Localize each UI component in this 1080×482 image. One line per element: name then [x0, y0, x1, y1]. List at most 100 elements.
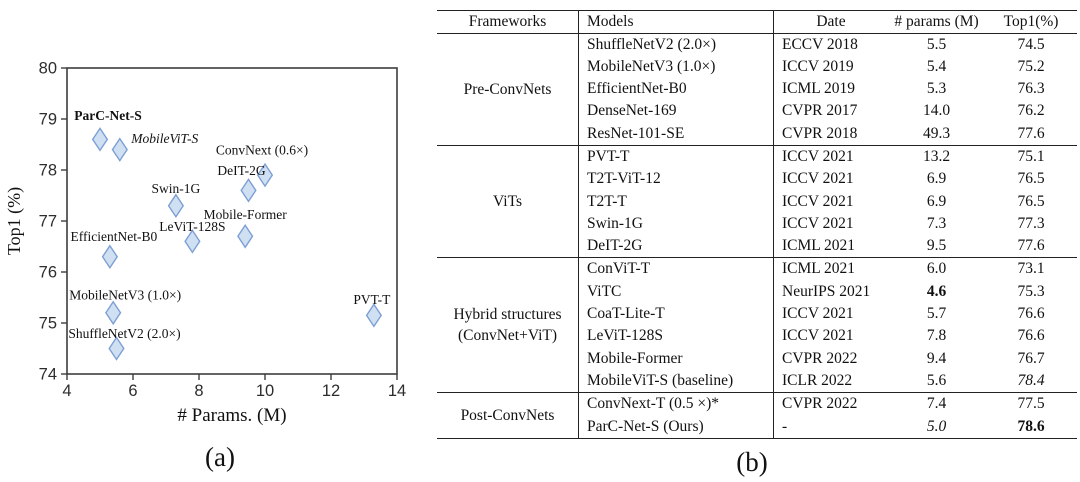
cell-top1: 76.2 — [1017, 102, 1045, 120]
cell-date: ICCV 2021 — [782, 305, 854, 323]
cell-params: 49.3 — [922, 124, 951, 142]
y-axis-label: Top1 (%) — [4, 187, 25, 255]
cell-model: Swin-1G — [578, 212, 774, 236]
scatter-point — [167, 193, 185, 218]
cell-model: ViTC — [578, 280, 774, 304]
cell-params: 6.9 — [926, 192, 947, 210]
cell-params: 5.0 — [926, 417, 947, 435]
cell-params: 4.6 — [926, 282, 947, 300]
cell-model: MobileViT-S (baseline) — [578, 369, 774, 393]
point-label: ConvNext (0.6×) — [216, 143, 308, 158]
x-tick-label: 6 — [128, 382, 137, 400]
cell-params: 14.0 — [922, 102, 951, 120]
scatter-point — [91, 127, 109, 152]
column-header: Top1(%) — [1003, 13, 1059, 30]
point-label: DeIT-2G — [217, 163, 265, 178]
cell-model: DeIT-2G — [578, 235, 774, 258]
point-label: PVT-T — [353, 292, 391, 307]
cell-top1: 75.3 — [1017, 282, 1045, 300]
scatter-point — [237, 224, 254, 249]
cell-framework: Hybrid structures (ConvNet+ViT) — [437, 257, 579, 393]
table-row: Hybrid structures (ConvNet+ViT)ConViT-T I… — [437, 257, 1077, 393]
cell-date: ICCV 2021 — [782, 327, 854, 345]
cell-date: CVPR 2022 — [782, 395, 858, 413]
cell-model: T2T-ViT-12 — [578, 168, 774, 191]
scatter-point — [184, 229, 201, 254]
x-tick-label: 12 — [322, 382, 340, 400]
column-header: # params (M) — [894, 13, 979, 30]
cell-model: ConViT-T — [578, 257, 774, 281]
scatter-point — [256, 162, 274, 188]
point-label: Mobile-Former — [204, 207, 288, 222]
x-tick-label: 10 — [256, 382, 274, 400]
cell-model: Mobile-Former — [578, 347, 774, 370]
cell-top1: 75.1 — [1017, 147, 1045, 165]
cell-date: CVPR 2018 — [782, 124, 858, 142]
cell-params: 7.8 — [926, 327, 947, 345]
cell-date: ICCV 2019 — [782, 57, 854, 75]
cell-framework: ViTs — [437, 145, 579, 258]
x-tick-label: 8 — [194, 382, 203, 400]
cell-params: 9.4 — [926, 349, 947, 367]
y-tick-label: 80 — [39, 60, 57, 78]
cell-date: CVPR 2017 — [782, 102, 858, 120]
cell-params: 5.5 — [926, 35, 947, 53]
cell-model: ResNet-101-SE — [578, 122, 774, 146]
cell-date: ICCV 2021 — [782, 147, 854, 165]
scatter-point — [240, 178, 257, 203]
scatter-point — [101, 244, 119, 269]
cell-top1: 76.7 — [1017, 349, 1045, 367]
point-label: ShuffleNetV2 (2.0×) — [68, 326, 180, 341]
point-label: LeViT-128S — [159, 219, 225, 234]
cell-params: 6.9 — [926, 170, 947, 188]
cell-params: 13.2 — [922, 147, 951, 165]
cell-top1: 75.2 — [1017, 57, 1045, 75]
cell-top1: 77.6 — [1017, 237, 1045, 255]
cell-model: CoaT-Lite-T — [578, 303, 774, 326]
scatter-point — [365, 303, 383, 328]
cell-top1: 78.4 — [1017, 371, 1045, 389]
cell-framework: Pre-ConvNets — [437, 33, 579, 146]
cell-top1: 76.5 — [1017, 192, 1045, 210]
x-tick-label: 4 — [62, 382, 71, 400]
cell-top1: 74.5 — [1017, 35, 1045, 53]
cell-model: ShuffleNetV2 (2.0×) — [578, 33, 774, 56]
cell-date: ECCV 2018 — [782, 35, 858, 53]
cell-top1: 76.5 — [1017, 170, 1045, 188]
cell-top1: 73.1 — [1017, 260, 1045, 278]
column-header: Models — [578, 10, 774, 33]
cell-params: 5.3 — [926, 80, 947, 98]
scatter-point — [105, 300, 122, 326]
caption-a: (a) — [205, 442, 235, 472]
cell-model: LeViT-128S — [578, 325, 774, 348]
cell-top1: 77.3 — [1017, 214, 1045, 232]
cell-top1: 78.6 — [1017, 417, 1045, 435]
cell-model: ParC-Net-S (Ours) — [578, 415, 774, 439]
cell-model: MobileNetV3 (1.0×) — [578, 55, 774, 79]
cell-params: 5.4 — [926, 57, 947, 75]
cell-top1: 77.5 — [1017, 395, 1045, 413]
cell-date: ICML 2021 — [782, 237, 856, 255]
scatter-point — [111, 137, 128, 162]
cell-framework: Post-ConvNets — [437, 392, 579, 439]
